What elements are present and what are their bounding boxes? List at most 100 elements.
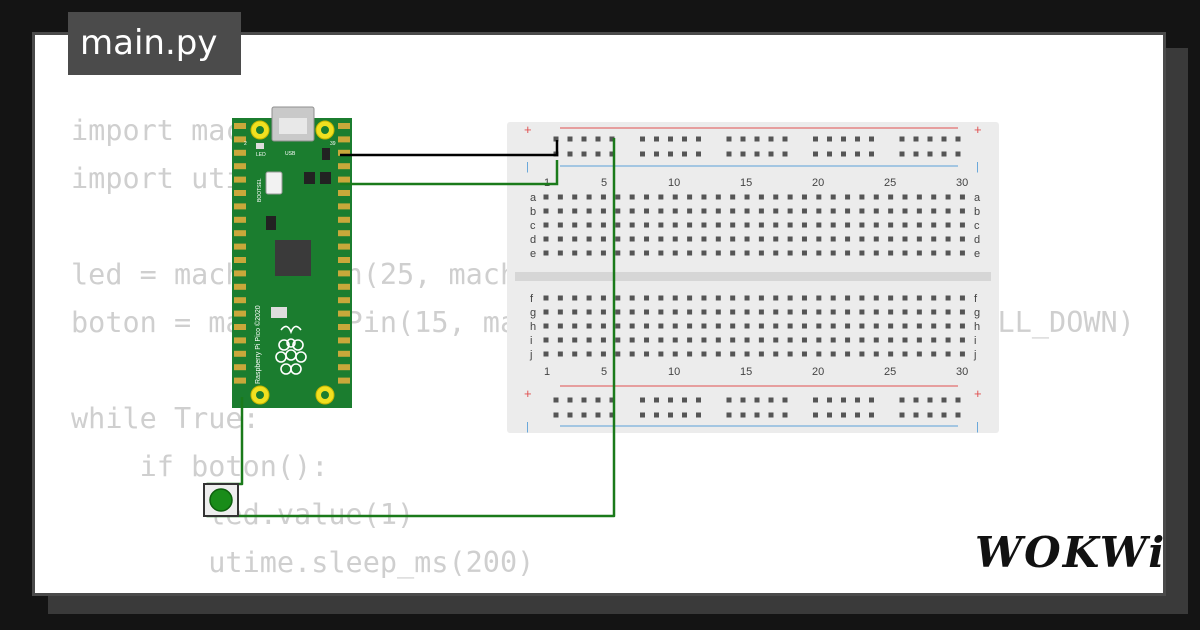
pico-pin [338, 230, 350, 237]
breadboard-hole [658, 295, 664, 301]
pico-pin [234, 310, 246, 317]
row-letter: f [530, 293, 534, 305]
rail-hole [682, 397, 687, 403]
breadboard-hole [801, 222, 807, 228]
breadboard-hole [916, 295, 922, 301]
rail-hole [726, 151, 732, 157]
pico-pin [234, 377, 246, 384]
raspberry-pi-pico[interactable]: LED USB 2 39 BOOTSEL Raspberry Pi Pico ©… [232, 106, 352, 408]
pushbutton[interactable] [203, 483, 239, 517]
code-line: if boton(): [71, 450, 329, 483]
breadboard-hole [801, 295, 807, 301]
breadboard-hole [543, 236, 549, 242]
breadboard-hole [730, 337, 736, 343]
rail-hole [668, 397, 673, 403]
breadboard-hole [730, 208, 736, 214]
breadboard-hole [845, 309, 851, 315]
breadboard-hole [787, 351, 793, 357]
breadboard-hole [715, 309, 721, 315]
breadboard-hole [572, 323, 578, 329]
wire-black[interactable] [340, 140, 559, 157]
rail-hole [740, 151, 746, 157]
breadboard-hole [586, 194, 592, 200]
breadboard-hole [615, 208, 621, 214]
rail-hole [595, 151, 601, 157]
breadboard-hole [701, 295, 707, 301]
rail-hole [654, 136, 659, 142]
rail-hole [595, 136, 601, 142]
breadboard-hole [945, 323, 951, 329]
rail-hole [609, 412, 615, 418]
breadboard-hole [672, 309, 678, 315]
pico-pin [234, 136, 246, 143]
breadboard-hole [572, 222, 578, 228]
breadboard-hole [959, 323, 965, 329]
breadboard-hole [658, 222, 664, 228]
breadboard-hole [773, 337, 779, 343]
breadboard-hole [931, 250, 937, 256]
wire-green[interactable] [340, 160, 559, 186]
breadboard-hole [687, 351, 693, 357]
rail-hole [927, 397, 933, 403]
rail-hole [827, 136, 832, 142]
pico-pin [234, 203, 246, 210]
mount-hole-inner [256, 126, 264, 134]
pico-component [320, 172, 331, 184]
breadboard-hole [859, 351, 865, 357]
pico-pin [338, 337, 350, 344]
rail-hole [640, 136, 645, 142]
breadboard-hole [672, 323, 678, 329]
rail-hole [813, 412, 818, 418]
breadboard-hole [916, 194, 922, 200]
row-letter: a [974, 192, 981, 204]
breadboard-hole [672, 208, 678, 214]
breadboard-hole [845, 337, 851, 343]
breadboard-hole [758, 295, 764, 301]
rail-hole [869, 151, 874, 157]
rail-hole [754, 412, 760, 418]
file-tab[interactable]: main.py [68, 12, 241, 75]
pico-pin [338, 216, 350, 223]
breadboard-hole [687, 323, 693, 329]
breadboard-hole [600, 351, 606, 357]
breadboard-hole [959, 236, 965, 242]
rail-hole [869, 397, 874, 403]
code-line: while True: [71, 402, 260, 435]
breadboard-hole [787, 222, 793, 228]
column-number: 20 [812, 177, 824, 189]
column-number: 5 [601, 366, 607, 378]
breadboard-hole [557, 194, 563, 200]
breadboard-hole [572, 208, 578, 214]
pico-pin [234, 337, 246, 344]
breadboard-hole [658, 337, 664, 343]
breadboard[interactable]: + + | | + + | | 1 5 10 15 20 25 30 1 5 1… [507, 122, 999, 433]
breadboard-hole [701, 309, 707, 315]
pico-pin [234, 350, 246, 357]
breadboard-hole [945, 236, 951, 242]
rail-hole [581, 136, 587, 142]
breadboard-hole [557, 351, 563, 357]
breadboard-hole [888, 323, 894, 329]
row-letter: g [974, 307, 980, 319]
breadboard-hole [687, 236, 693, 242]
breadboard-hole [902, 194, 908, 200]
breadboard-hole [959, 222, 965, 228]
rail-hole [927, 412, 933, 418]
breadboard-hole [888, 337, 894, 343]
rail-hole [927, 151, 933, 157]
breadboard-hole [830, 236, 836, 242]
onboard-led [256, 143, 264, 149]
breadboard-hole [945, 295, 951, 301]
breadboard-hole [701, 351, 707, 357]
pico-pin [234, 243, 246, 250]
breadboard-hole [557, 323, 563, 329]
breadboard-hole [586, 295, 592, 301]
bootsel-label: BOOTSEL [257, 178, 263, 202]
breadboard-hole [644, 236, 650, 242]
breadboard-hole [644, 295, 650, 301]
breadboard-hole [644, 323, 650, 329]
breadboard-hole [744, 236, 750, 242]
breadboard-hole [859, 236, 865, 242]
breadboard-hole [945, 351, 951, 357]
breadboard-hole [629, 208, 635, 214]
